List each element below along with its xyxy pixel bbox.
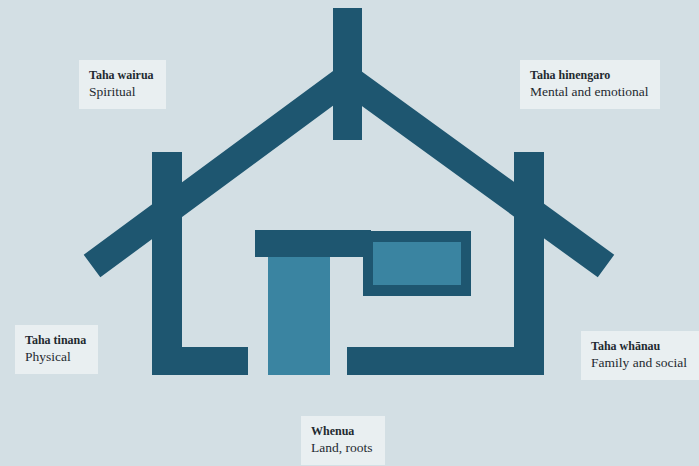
label-box: Taha wairuaSpiritual [79, 60, 166, 109]
label-box: WhenuaLand, roots [301, 416, 385, 465]
label-box: Taha hinengaroMental and emotional [520, 60, 660, 109]
english-label: Land, roots [311, 439, 373, 456]
right-wall [514, 152, 544, 375]
english-label: Physical [25, 348, 86, 365]
right-floor [347, 347, 544, 375]
window-pane [373, 242, 461, 285]
door [268, 257, 330, 375]
label-box: Taha whānauFamily and social [581, 331, 699, 380]
english-label: Family and social [591, 354, 687, 371]
roof-post [333, 8, 362, 140]
maori-heading: Whenua [311, 423, 373, 439]
english-label: Spiritual [89, 83, 154, 100]
maori-heading: Taha wairua [89, 67, 154, 83]
maori-heading: Taha tinana [25, 332, 86, 348]
left-wall [152, 152, 182, 375]
maori-heading: Taha whānau [591, 338, 687, 354]
maori-heading: Taha hinengaro [530, 67, 648, 83]
left-floor [152, 347, 248, 375]
label-box: Taha tinanaPhysical [15, 325, 98, 374]
window-frame [363, 231, 471, 296]
door-lintel [255, 230, 371, 257]
english-label: Mental and emotional [530, 83, 648, 100]
